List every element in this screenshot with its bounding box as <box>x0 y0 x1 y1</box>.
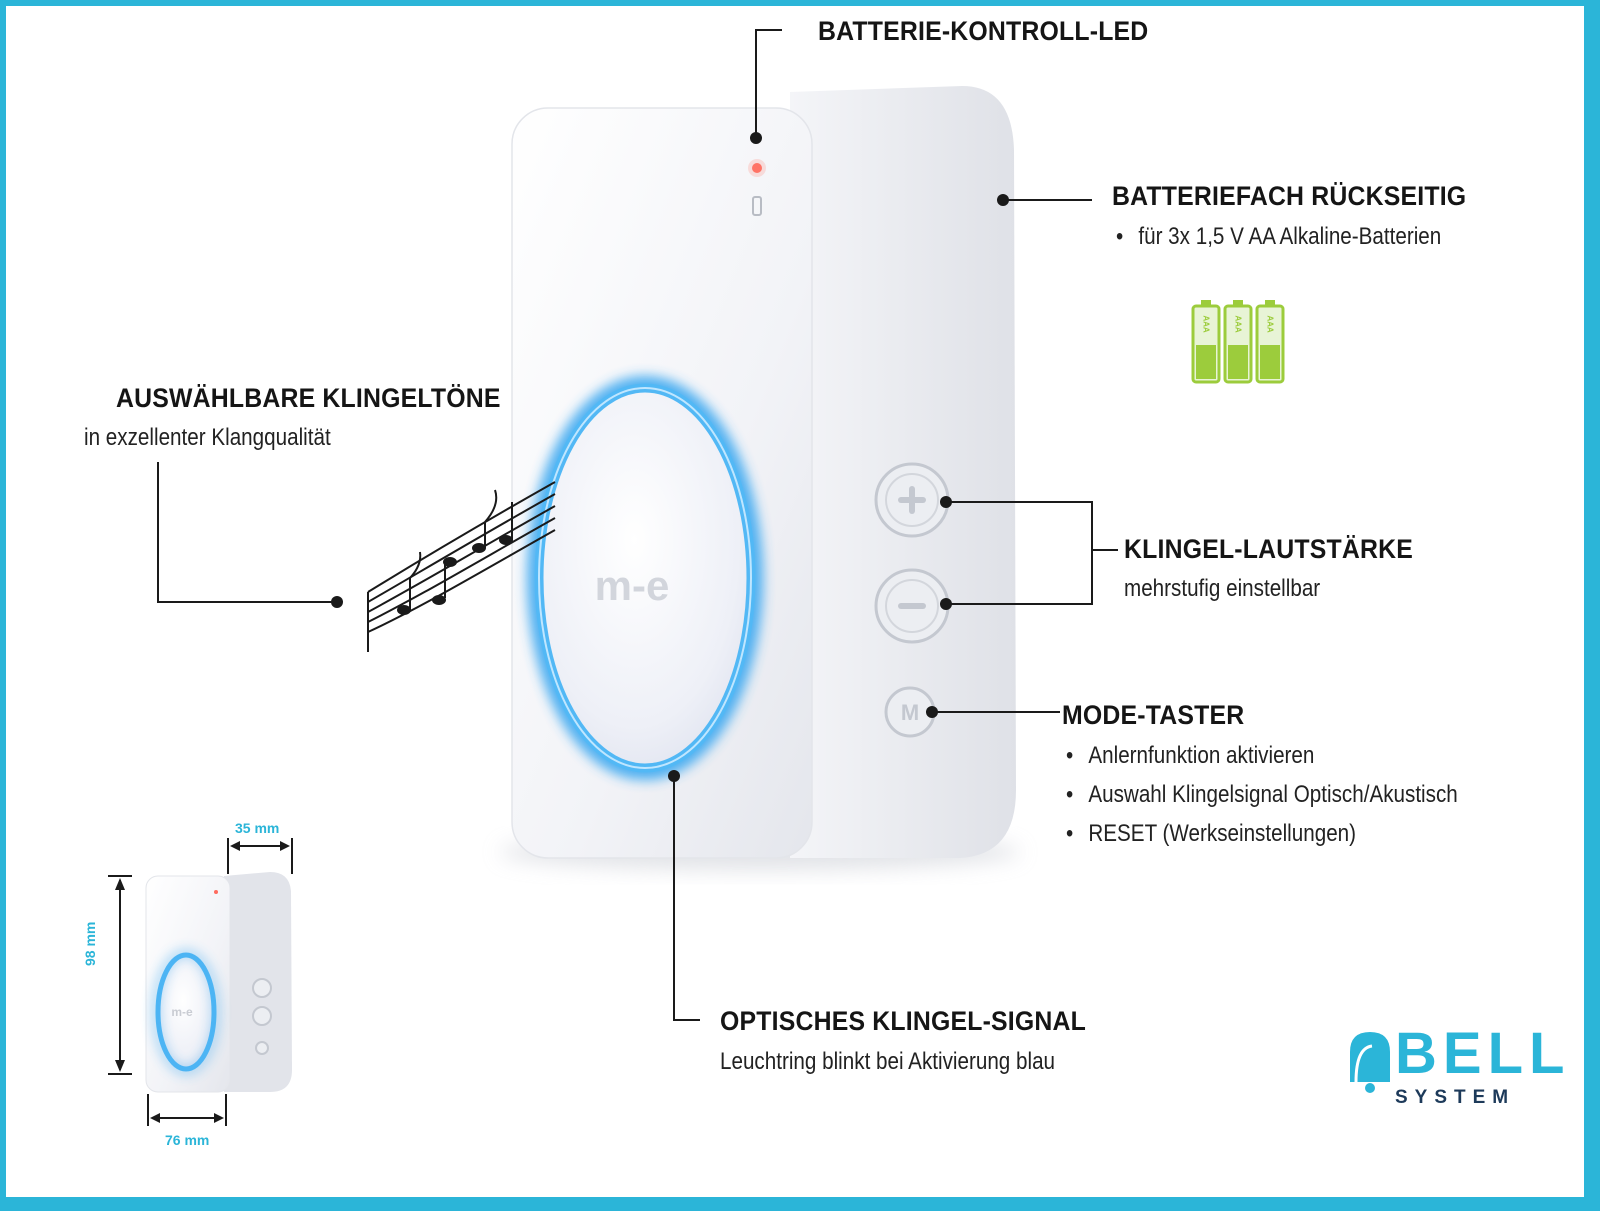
label-ringtones-subtitle: in exzellenter Klangqualität <box>84 424 331 451</box>
label-battery-compartment-title: BATTERIEFACH RÜCKSEITIG <box>1112 181 1467 211</box>
logo-bell-text: BELL <box>1395 1021 1571 1086</box>
battery-compartment-bullets: für 3x 1,5 V AA Alkaline-Batterien <box>1116 217 1494 256</box>
music-note-heads <box>397 489 513 615</box>
list-item: Anlernfunktion aktivieren <box>1066 736 1458 775</box>
small-device-brand-mark: m-e <box>171 1005 193 1019</box>
logo-system-text: SYSTEM <box>1395 1087 1516 1108</box>
dimension-width-label: 76 mm <box>165 1132 210 1148</box>
volume-down-button[interactable] <box>874 568 950 644</box>
battery-cell-label: AAA <box>1234 315 1243 333</box>
list-item: für 3x 1,5 V AA Alkaline-Batterien <box>1116 217 1441 256</box>
dimension-depth-label: 35 mm <box>235 820 280 836</box>
volume-up-button[interactable] <box>874 462 950 538</box>
label-volume-title: KLINGEL-LAUTSTÄRKE <box>1124 534 1413 564</box>
label-ringtones-title: AUSWÄHLBARE KLINGELTÖNE <box>116 383 501 413</box>
device-brand-mark: m-e <box>595 562 670 609</box>
label-battery-led-title: BATTERIE-KONTROLL-LED <box>818 16 1149 46</box>
callout-dots <box>331 132 1009 782</box>
bell-logo-icon <box>1350 1032 1390 1093</box>
small-device: m-e <box>145 872 292 1093</box>
dimension-height-label: 98 mm <box>82 921 98 966</box>
led-battery-icon <box>752 196 762 216</box>
battery-cell-label: AAA <box>1202 315 1211 333</box>
label-signal-title: OPTISCHES KLINGEL-SIGNAL <box>720 1006 1087 1036</box>
label-volume-subtitle: mehrstufig einstellbar <box>1124 575 1321 602</box>
battery-cell-label: AAA <box>1266 315 1275 333</box>
callout-lines <box>157 29 1118 1021</box>
label-signal-subtitle: Leuchtring blinkt bei Aktivierung blau <box>720 1048 1056 1075</box>
battery-icons: AAA AAA AAA <box>1191 300 1285 384</box>
list-item: Auswahl Klingelsignal Optisch/Akustisch <box>1066 775 1457 814</box>
battery-icon: AAA <box>1223 300 1253 384</box>
battery-icon: AAA <box>1191 300 1221 384</box>
battery-led <box>752 163 762 173</box>
mode-button-letter: M <box>901 700 919 725</box>
doorbell-device: M m-e <box>500 86 1020 870</box>
mode-bullets: Anlernfunktion aktivieren Auswahl Klinge… <box>1066 736 1522 853</box>
battery-icon: AAA <box>1255 300 1285 384</box>
list-item: RESET (Werkseinstellungen) <box>1066 814 1458 853</box>
label-mode-title: MODE-TASTER <box>1062 700 1245 730</box>
dimension-lines <box>108 838 293 1126</box>
